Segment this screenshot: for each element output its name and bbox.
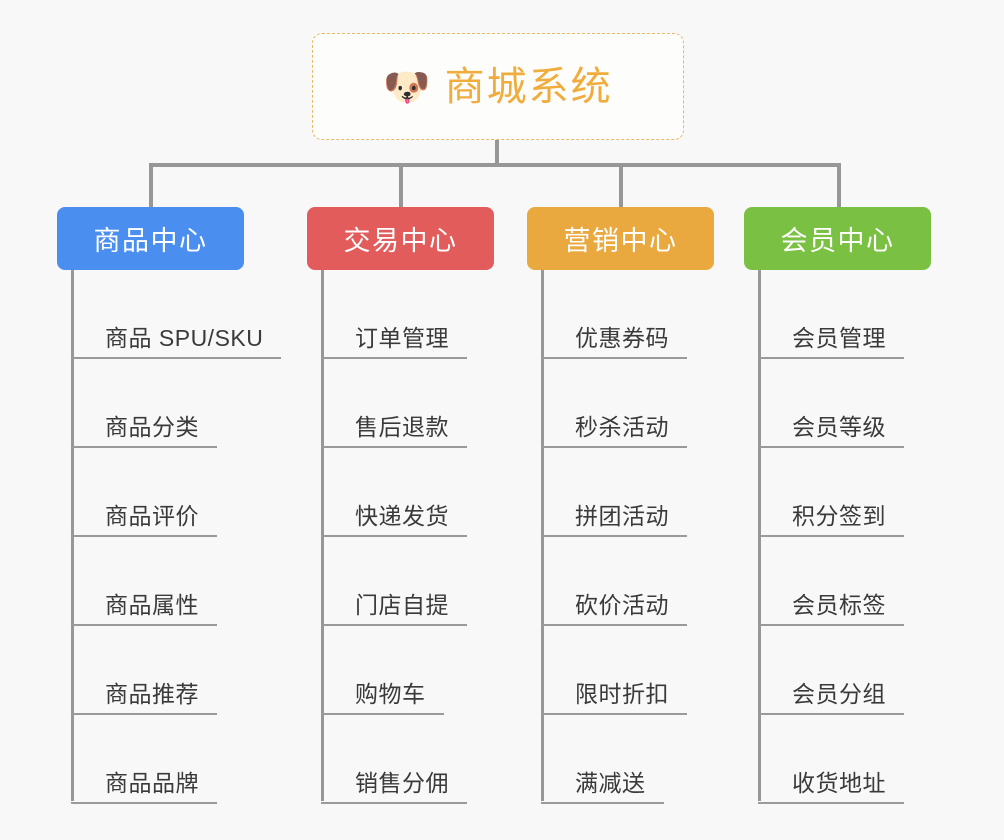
leaf-label: 积分签到 xyxy=(792,502,886,529)
leaf-underline: 收货地址 xyxy=(758,770,904,804)
leaf-list-2: 订单管理售后退款快递发货门店自提购物车销售分佣 xyxy=(307,270,494,804)
leaf-item[interactable]: 购物车 xyxy=(321,626,494,715)
leaf-item[interactable]: 商品 SPU/SKU xyxy=(71,270,282,359)
branch-header-2[interactable]: 交易中心 xyxy=(307,207,494,270)
leaf-label: 收货地址 xyxy=(792,769,886,796)
leaf-underline: 商品推荐 xyxy=(71,681,217,715)
leaf-underline: 会员管理 xyxy=(758,325,904,359)
branch-header-label: 交易中心 xyxy=(343,226,458,256)
leaf-item[interactable]: 商品推荐 xyxy=(71,626,244,715)
leaf-label: 优惠券码 xyxy=(575,324,669,351)
leaf-underline: 订单管理 xyxy=(321,325,467,359)
connector-drop-4 xyxy=(837,163,841,207)
leaf-item[interactable]: 会员等级 xyxy=(758,359,931,448)
connector-drop-3 xyxy=(619,163,623,207)
leaf-item[interactable]: 会员管理 xyxy=(758,270,931,359)
leaf-list-3: 优惠券码秒杀活动拼团活动砍价活动限时折扣满减送 xyxy=(527,270,714,804)
leaf-label: 会员管理 xyxy=(792,324,886,351)
branch-column-2: 交易中心订单管理售后退款快递发货门店自提购物车销售分佣 xyxy=(307,207,494,804)
leaf-item[interactable]: 商品品牌 xyxy=(71,715,244,804)
leaf-label: 限时折扣 xyxy=(575,680,669,707)
leaf-item[interactable]: 订单管理 xyxy=(321,270,494,359)
leaf-item[interactable]: 满减送 xyxy=(541,715,714,804)
leaf-underline: 商品评价 xyxy=(71,503,217,537)
leaf-label: 会员分组 xyxy=(792,680,886,707)
leaf-underline: 砍价活动 xyxy=(541,592,687,626)
leaf-label: 商品推荐 xyxy=(105,680,199,707)
leaf-underline: 门店自提 xyxy=(321,592,467,626)
leaf-item[interactable]: 会员分组 xyxy=(758,626,931,715)
branch-header-label: 会员中心 xyxy=(780,226,895,256)
leaf-underline: 满减送 xyxy=(541,770,664,804)
leaf-label: 门店自提 xyxy=(355,591,449,618)
leaf-underline: 限时折扣 xyxy=(541,681,687,715)
branch-column-3: 营销中心优惠券码秒杀活动拼团活动砍价活动限时折扣满减送 xyxy=(527,207,714,804)
branch-header-3[interactable]: 营销中心 xyxy=(527,207,714,270)
branch-header-4[interactable]: 会员中心 xyxy=(744,207,931,270)
leaf-underline: 商品属性 xyxy=(71,592,217,626)
leaf-item[interactable]: 商品属性 xyxy=(71,537,244,626)
leaf-item[interactable]: 销售分佣 xyxy=(321,715,494,804)
leaf-item[interactable]: 商品分类 xyxy=(71,359,244,448)
leaf-item[interactable]: 门店自提 xyxy=(321,537,494,626)
root-title: 商城系统 xyxy=(444,64,613,109)
leaf-label: 快递发货 xyxy=(355,502,449,529)
leaf-label: 会员标签 xyxy=(792,591,886,618)
leaf-item[interactable]: 限时折扣 xyxy=(541,626,714,715)
leaf-underline: 商品分类 xyxy=(71,414,217,448)
leaf-underline: 商品品牌 xyxy=(71,770,217,804)
leaf-underline: 会员等级 xyxy=(758,414,904,448)
connector-drop-2 xyxy=(399,163,403,207)
leaf-item[interactable]: 砍价活动 xyxy=(541,537,714,626)
leaf-label: 销售分佣 xyxy=(355,769,449,796)
leaf-underline: 商品 SPU/SKU xyxy=(71,324,282,359)
leaf-underline: 拼团活动 xyxy=(541,503,687,537)
leaf-label: 商品分类 xyxy=(105,413,199,440)
leaf-label: 拼团活动 xyxy=(575,502,669,529)
leaf-underline: 积分签到 xyxy=(758,503,904,537)
leaf-item[interactable]: 商品评价 xyxy=(71,448,244,537)
leaf-label: 会员等级 xyxy=(792,413,886,440)
leaf-label: 商品属性 xyxy=(105,591,199,618)
leaf-item[interactable]: 售后退款 xyxy=(321,359,494,448)
leaf-underline: 销售分佣 xyxy=(321,770,467,804)
leaf-label: 砍价活动 xyxy=(575,591,669,618)
connector-root-stem xyxy=(495,140,499,165)
leaf-item[interactable]: 拼团活动 xyxy=(541,448,714,537)
leaf-label: 满减送 xyxy=(575,769,646,796)
leaf-underline: 会员标签 xyxy=(758,592,904,626)
leaf-item[interactable]: 收货地址 xyxy=(758,715,931,804)
leaf-label: 秒杀活动 xyxy=(575,413,669,440)
branch-column-4: 会员中心会员管理会员等级积分签到会员标签会员分组收货地址 xyxy=(744,207,931,804)
leaf-label: 商品评价 xyxy=(105,502,199,529)
branch-header-1[interactable]: 商品中心 xyxy=(57,207,244,270)
leaf-label: 售后退款 xyxy=(355,413,449,440)
leaf-label: 订单管理 xyxy=(355,324,449,351)
leaf-list-1: 商品 SPU/SKU 商品分类商品评价商品属性商品推荐商品品牌 xyxy=(57,270,282,804)
leaf-item[interactable]: 积分签到 xyxy=(758,448,931,537)
branch-header-label: 营销中心 xyxy=(563,226,678,256)
leaf-item[interactable]: 快递发货 xyxy=(321,448,494,537)
leaf-label: 商品品牌 xyxy=(105,769,199,796)
leaf-underline: 优惠券码 xyxy=(541,325,687,359)
leaf-underline: 购物车 xyxy=(321,681,444,715)
leaf-label: 购物车 xyxy=(355,680,426,707)
leaf-item[interactable]: 秒杀活动 xyxy=(541,359,714,448)
leaf-item[interactable]: 会员标签 xyxy=(758,537,931,626)
leaf-underline: 会员分组 xyxy=(758,681,904,715)
branch-column-1: 商品中心商品 SPU/SKU 商品分类商品评价商品属性商品推荐商品品牌 xyxy=(57,207,282,804)
leaf-label: 商品 SPU/SKU xyxy=(105,324,264,351)
leaf-underline: 快递发货 xyxy=(321,503,467,537)
connector-drop-1 xyxy=(149,163,153,207)
root-node[interactable]: 🐶 商城系统 xyxy=(312,33,684,140)
dog-face-icon: 🐶 xyxy=(383,64,431,109)
leaf-underline: 秒杀活动 xyxy=(541,414,687,448)
leaf-underline: 售后退款 xyxy=(321,414,467,448)
leaf-item[interactable]: 优惠券码 xyxy=(541,270,714,359)
branch-header-label: 商品中心 xyxy=(93,226,208,256)
leaf-list-4: 会员管理会员等级积分签到会员标签会员分组收货地址 xyxy=(744,270,931,804)
connector-horizontal-bus xyxy=(149,163,841,167)
